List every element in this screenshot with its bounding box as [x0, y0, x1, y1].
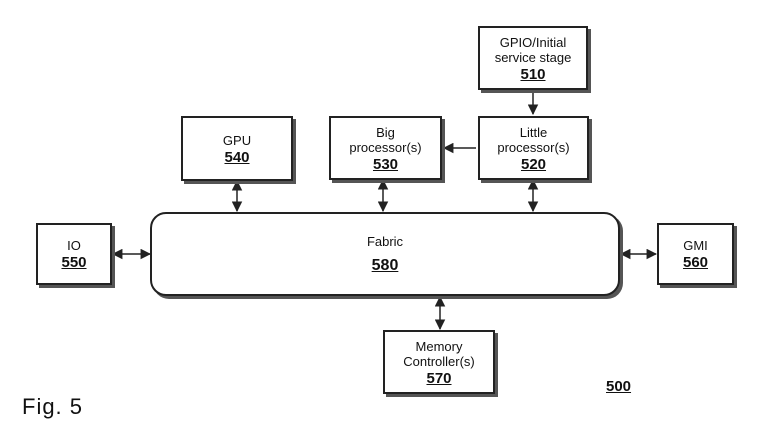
- memory-controller-label: Memory Controller(s): [403, 338, 475, 369]
- gmi-label: GMI: [683, 238, 708, 253]
- gmi-number: 560: [682, 254, 709, 271]
- io-block: IO 550: [36, 223, 112, 285]
- gpu-number: 540: [224, 148, 250, 166]
- gpio-block: GPIO/Initial service stage 510: [478, 26, 588, 90]
- little-processor-block: Little processor(s) 520: [478, 116, 589, 180]
- gmi-block: GMI 560: [657, 223, 734, 285]
- io-number: 550: [61, 254, 87, 271]
- gpu-label: GPU: [222, 132, 252, 148]
- fabric-block: Fabric 580: [150, 212, 620, 296]
- gpio-number: 510: [520, 65, 546, 83]
- big-processor-number: 530: [372, 155, 399, 173]
- figure-caption: Fig. 5: [22, 394, 84, 419]
- memory-controller-number: 570: [426, 369, 452, 387]
- big-processor-label: Big processor(s): [349, 124, 422, 155]
- little-processor-label: Little processor(s): [497, 124, 570, 155]
- fabric-number: 580: [371, 257, 399, 274]
- little-processor-number: 520: [520, 155, 547, 173]
- gpio-label: GPIO/Initial service stage: [494, 34, 572, 65]
- io-label: IO: [67, 238, 81, 253]
- figure-reference-number: 500: [606, 378, 632, 395]
- memory-controller-block: Memory Controller(s) 570: [383, 330, 495, 394]
- gpu-block: GPU 540: [181, 116, 293, 181]
- fabric-label: Fabric: [366, 234, 404, 249]
- big-processor-block: Big processor(s) 530: [329, 116, 442, 180]
